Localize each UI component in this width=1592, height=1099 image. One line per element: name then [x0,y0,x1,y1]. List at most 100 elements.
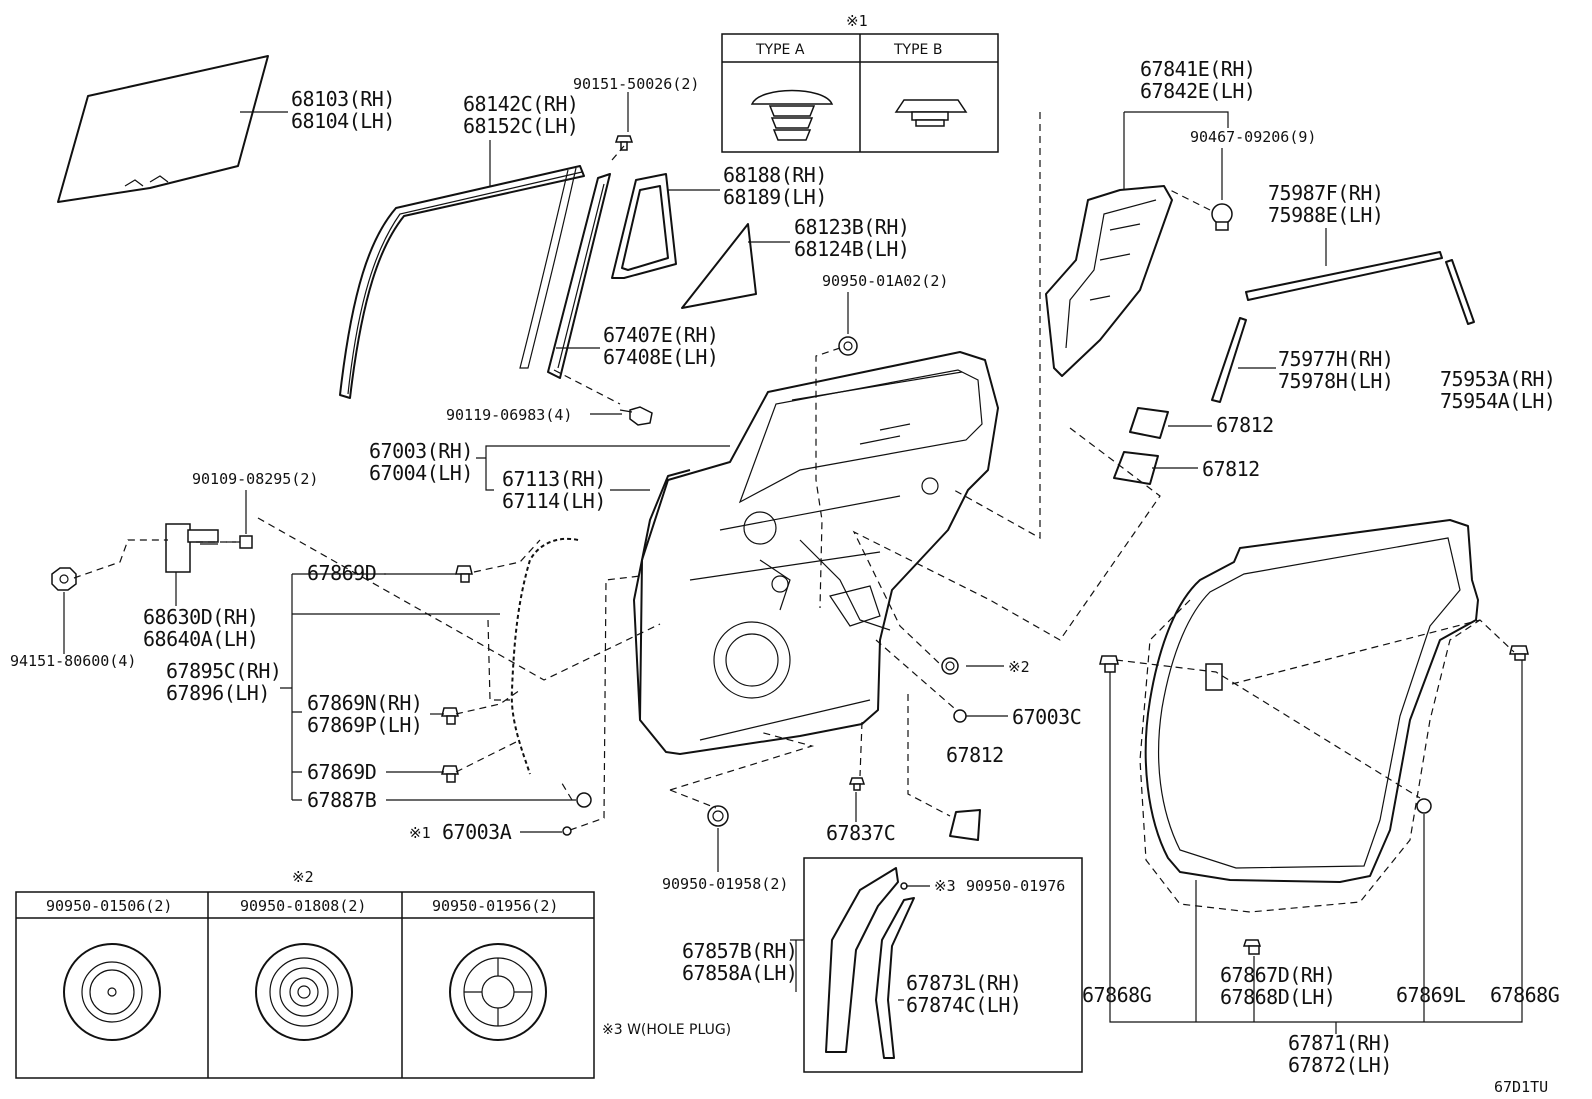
plug-67003c-part [953,709,967,723]
label-bolt-08295: 90109-08295(2) [192,470,318,488]
label-ref2: ※2 [1008,658,1030,676]
type-table-ref: ※1 [846,12,868,30]
belt-moulding-part [1245,251,1443,301]
label-frame-lh: 68152C(LH) [463,114,578,138]
label-screw-top: 90151-50026(2) [573,75,699,93]
plug-col2-label: 90950-01808(2) [240,897,366,915]
label-quarter-glass-rh: 68123B(RH) [794,215,909,239]
label-hinge-rh: 68630D(RH) [143,605,258,629]
label-quarter-seal-rh: 68188(RH) [723,163,827,187]
label-garnish-lh: 75978H(LH) [1278,369,1393,393]
label-belt-lh: 75988E(LH) [1268,203,1383,227]
quarter-seal-part [611,173,677,279]
label-pad-1: 67812 [1216,413,1274,437]
hinge-part [165,523,219,573]
type-table [721,33,999,153]
liner-nut-part [1211,203,1233,231]
label-ws-l: 67869L [1396,983,1466,1007]
label-panel-rh: 67113(RH) [502,467,606,491]
pillar-garnish-part [1211,317,1247,403]
hinge-bolt-part [226,535,253,549]
leader-lines [63,92,1523,1034]
wire-harness-part [510,537,579,775]
door-weatherstrip-part [1139,519,1481,913]
label-clip-887b: 67887B [307,788,377,812]
door-liner-part [1045,185,1173,377]
label-ref3-mark: ※3 [934,877,956,895]
label-pad-3: 67812 [946,743,1004,767]
label-garnish-rh: 75977H(RH) [1278,347,1393,371]
plug-col3-label: 90950-01956(2) [432,897,558,915]
plug-a02-part [838,336,858,356]
label-trim-rh: 67857B(RH) [682,939,797,963]
label-mould-lh: 75954A(LH) [1440,389,1555,413]
screw-part [614,135,634,151]
label-ws-d-lh: 67868D(LH) [1220,985,1335,1009]
pillar-moulding-part [1445,259,1475,325]
plug-01958-part [707,805,729,827]
frame-weatherstrip-part [339,165,585,399]
label-panel-lh: 67114(LH) [502,489,606,513]
ws-clip-left-part [1099,655,1119,673]
trim-group-box [803,857,1083,1073]
label-plug-01958: 90950-01958(2) [662,875,788,893]
label-ref1-plug: 67003A [442,820,512,844]
nut-part [51,567,77,591]
label-hinge-lh: 68640A(LH) [143,627,258,651]
label-nut-80600: 94151-80600(4) [10,652,136,670]
plug-table-ref: ※2 [292,868,314,886]
label-ref1-mark: ※1 [409,824,431,842]
plug-col1-label: 90950-01506(2) [46,897,172,915]
label-quarter-seal-lh: 68189(LH) [723,185,827,209]
label-ref3-plug: 90950-01976 [966,877,1065,895]
label-ws-rh: 67871(RH) [1288,1031,1392,1055]
clip-887b-part [576,792,592,808]
label-plug-a02: 90950-01A02(2) [822,272,948,290]
label-clip-d1: 67869D [307,561,376,585]
type-a-clip-icon [750,89,834,141]
pad-3-part [949,809,981,841]
label-plug-c: 67003C [1012,705,1081,729]
bolt-part [619,406,653,426]
plug-01956-icon [449,943,547,1041]
ws-clip-l-part [1416,798,1432,814]
label-door-lh: 67004(LH) [369,461,473,485]
label-clip-n-rh: 67869N(RH) [307,691,422,715]
rear-channel-part [547,173,611,379]
label-belt-rh: 75987F(RH) [1268,181,1383,205]
label-glass-rh: 68103(RH) [291,87,395,111]
label-seal-lh: 67874C(LH) [906,993,1021,1017]
label-liner-lh: 67842E(LH) [1140,79,1255,103]
quarter-glass-part [681,223,757,309]
label-channel-lh: 67408E(LH) [603,345,718,369]
door-shell-part [639,351,999,755]
ws-clip-right-part [1509,645,1529,661]
plug-01506-icon [63,943,161,1041]
plug-67003a-part [562,826,572,836]
label-liner-rh: 67841E(RH) [1140,57,1255,81]
pad-1-part [1129,407,1169,439]
clip-837c-part [848,777,866,791]
label-quarter-glass-lh: 68124B(LH) [794,237,909,261]
plug-table [15,891,595,1079]
plug-ref2-part [941,657,959,675]
label-wire-lh: 67896(LH) [166,681,270,705]
label-wire-rh: 67895C(RH) [166,659,281,683]
label-hole-plug-note: ※3 W(HOLE PLUG) [602,1022,731,1038]
label-mould-rh: 75953A(RH) [1440,367,1555,391]
pad-2-part [1113,451,1159,485]
type-b-clip-icon [894,99,968,127]
door-glass-part [57,55,269,203]
label-pad-2: 67812 [1202,457,1260,481]
type-b-label: TYPE B [893,42,942,58]
label-clip-d2: 67869D [307,760,376,784]
label-ws-lh: 67872(LH) [1288,1053,1392,1077]
label-ws-g-left: 67868G [1082,983,1151,1007]
plug-01808-icon [255,943,353,1041]
rear-trim-part [825,867,899,1053]
label-door-rh: 67003(RH) [369,439,473,463]
label-trim-lh: 67858A(LH) [682,961,797,985]
label-nut-09206: 90467-09206(9) [1190,128,1316,146]
label-ws-g-right: 67868G [1490,983,1559,1007]
